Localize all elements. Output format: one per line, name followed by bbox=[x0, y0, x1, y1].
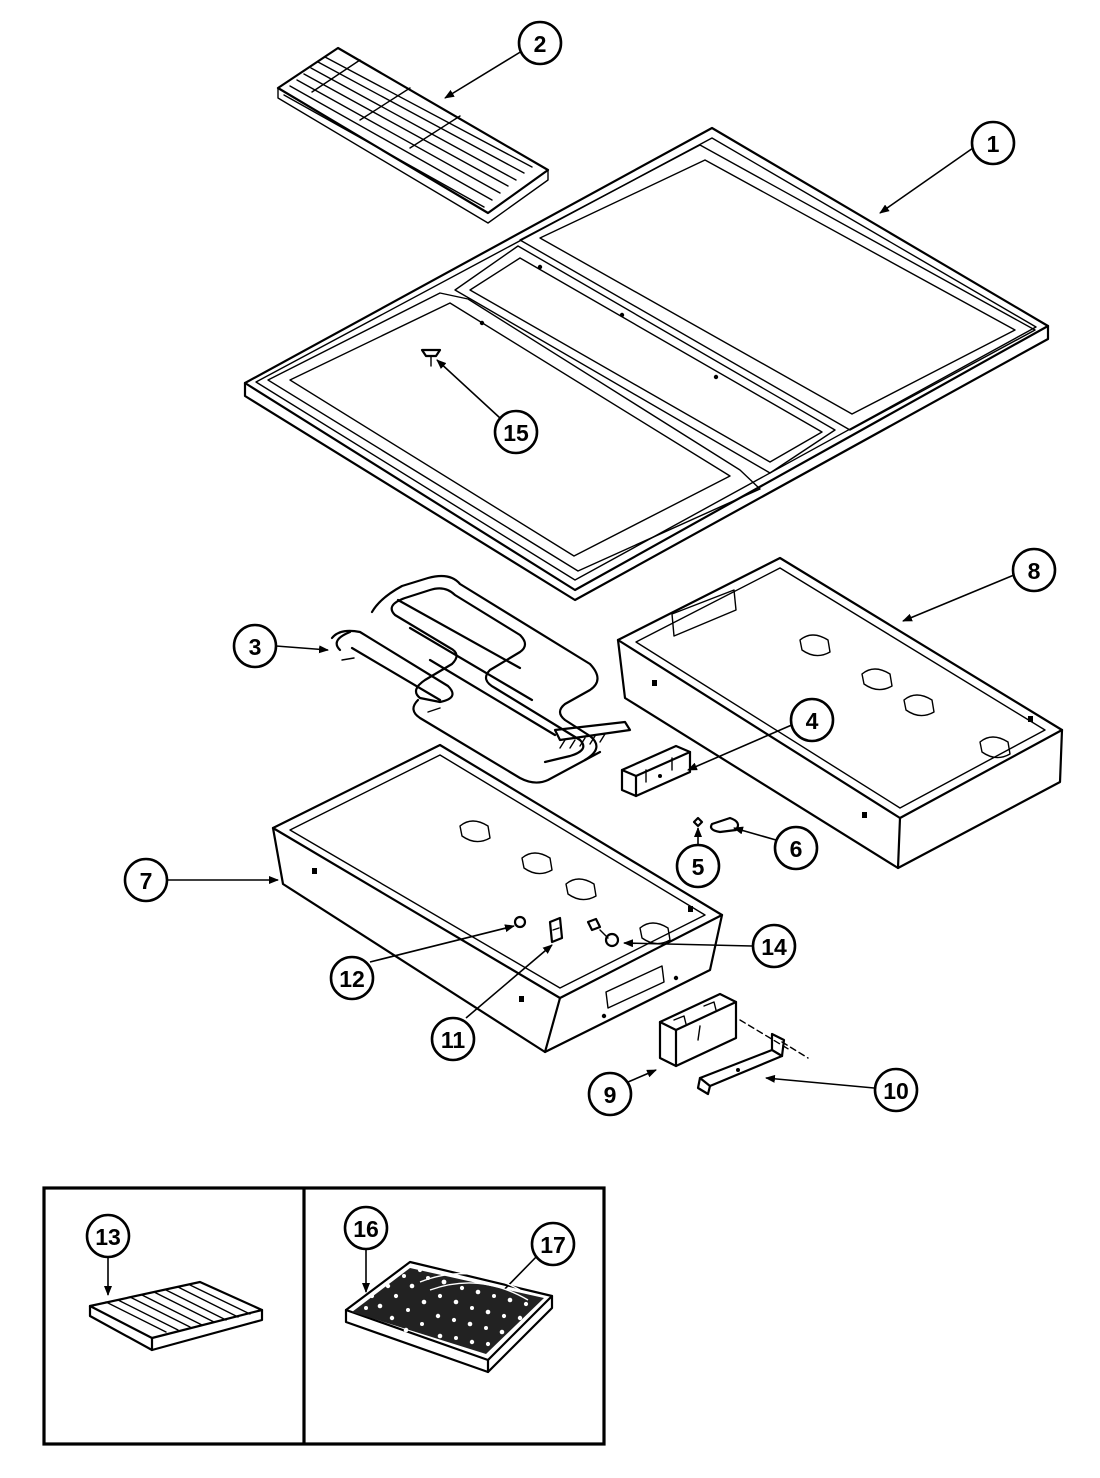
callout-number: 11 bbox=[441, 1027, 466, 1053]
callout-3: 3 bbox=[232, 623, 278, 669]
callout-15: 15 bbox=[493, 409, 539, 455]
callout-16: 16 bbox=[343, 1205, 389, 1251]
callout-10: 10 bbox=[873, 1067, 919, 1113]
mounting-bracket-part bbox=[696, 1019, 809, 1096]
callout-number: 12 bbox=[339, 966, 365, 992]
nut-part bbox=[692, 816, 704, 828]
callout-8: 8 bbox=[1011, 547, 1057, 593]
screw-part bbox=[420, 348, 442, 367]
callout-number: 16 bbox=[353, 1216, 379, 1242]
callout-number: 9 bbox=[604, 1082, 617, 1108]
callout-number: 13 bbox=[95, 1224, 121, 1250]
callout-11: 11 bbox=[430, 1016, 476, 1062]
callout-2: 2 bbox=[517, 20, 563, 66]
callout-17: 17 bbox=[530, 1221, 576, 1267]
callout-1: 1 bbox=[970, 120, 1016, 166]
callout-number: 4 bbox=[806, 708, 819, 734]
callout-13: 13 bbox=[85, 1213, 131, 1259]
lava-rock-grate-accessory-part bbox=[344, 1260, 554, 1374]
callout-7: 7 bbox=[123, 857, 169, 903]
receptacle-part bbox=[658, 992, 738, 1068]
bracket-clip-part bbox=[548, 916, 564, 944]
callout-14: 14 bbox=[751, 923, 797, 969]
accessory-inset-frame bbox=[42, 1186, 606, 1446]
grommet-part bbox=[513, 915, 527, 929]
callout-number: 10 bbox=[883, 1078, 909, 1104]
callout-number: 8 bbox=[1028, 558, 1041, 584]
callout-6: 6 bbox=[773, 825, 819, 871]
callout-4: 4 bbox=[789, 697, 835, 743]
callout-number: 14 bbox=[761, 934, 787, 960]
callout-number: 15 bbox=[503, 420, 529, 446]
bolt-washer-part bbox=[586, 917, 620, 948]
heating-element-part bbox=[330, 574, 632, 784]
clip-part bbox=[709, 816, 740, 834]
griddle-accessory-part bbox=[88, 1280, 264, 1352]
leader-lines bbox=[104, 50, 1015, 1301]
callout-number: 7 bbox=[140, 868, 153, 894]
terminal-block-part bbox=[620, 744, 692, 798]
callout-9: 9 bbox=[587, 1071, 633, 1117]
left-drip-pan-part bbox=[271, 743, 724, 1054]
callout-number: 1 bbox=[987, 131, 1000, 157]
callout-number: 17 bbox=[540, 1232, 566, 1258]
callout-number: 2 bbox=[534, 31, 547, 57]
callout-number: 5 bbox=[692, 854, 705, 880]
callout-number: 6 bbox=[790, 836, 803, 862]
grill-grate-part bbox=[276, 46, 550, 224]
callout-number: 3 bbox=[249, 634, 262, 660]
callout-5: 5 bbox=[675, 843, 721, 889]
callout-12: 12 bbox=[329, 955, 375, 1001]
cooktop-frame-part bbox=[243, 126, 1050, 602]
right-drip-pan-part bbox=[616, 556, 1064, 870]
